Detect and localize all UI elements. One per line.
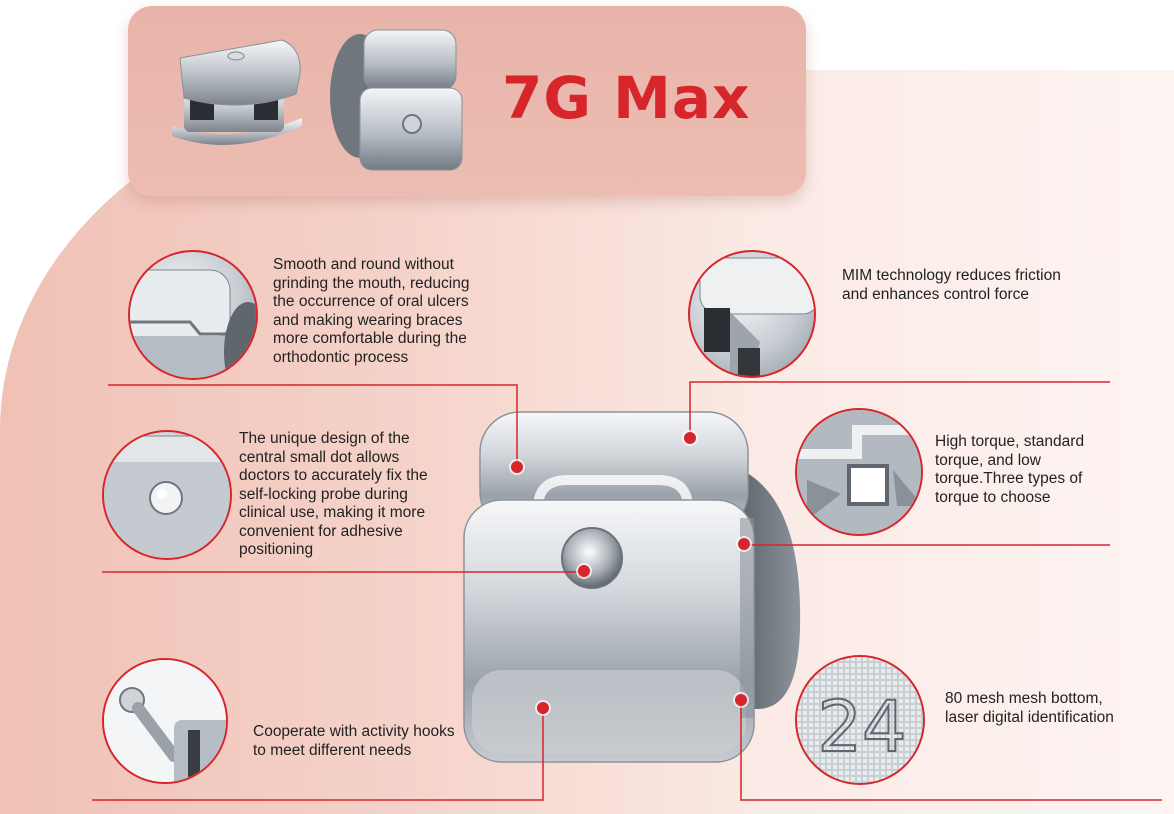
mesh-engraving-text: 24 xyxy=(817,686,906,768)
detail-circle-activity-hooks xyxy=(102,658,228,784)
feature-text-mesh-bottom: 80 mesh mesh bottom, laser digital ident… xyxy=(945,690,1114,726)
feature-text-activity-hooks: Cooperate with activity hooks to meet di… xyxy=(253,723,455,759)
marker-dot-smooth-round xyxy=(511,461,523,473)
detail-circle-mesh-bottom: 24 xyxy=(795,655,925,785)
connector-line-smooth-round xyxy=(108,384,518,467)
detail-circle-smooth-round xyxy=(128,250,258,380)
detail-circle-torque-types xyxy=(795,408,923,536)
main-bracket-image xyxy=(458,408,818,768)
feature-text-mim-technology: MIM technology reduces friction and enha… xyxy=(842,267,1061,303)
connector-line-activity-hooks xyxy=(92,708,544,801)
connector-line-mesh-bottom xyxy=(740,700,1162,801)
feature-text-smooth-round: Smooth and round without grinding the mo… xyxy=(273,256,470,366)
marker-dot-central-dot xyxy=(578,565,590,577)
feature-text-central-dot: The unique design of the central small d… xyxy=(239,430,428,558)
product-title: 7G Max xyxy=(502,64,751,132)
detail-circle-mim-technology xyxy=(688,250,816,378)
bracket-front-thumbnail xyxy=(326,26,476,176)
marker-dot-torque-types xyxy=(738,538,750,550)
marker-dot-activity-hooks xyxy=(537,702,549,714)
marker-dot-mesh-bottom xyxy=(735,694,747,706)
bracket-side-thumbnail xyxy=(162,18,312,168)
marker-dot-mim-technology xyxy=(684,432,696,444)
detail-circle-central-dot xyxy=(102,430,232,560)
feature-text-torque-types: High torque, standard torque, and low to… xyxy=(935,433,1085,506)
connector-line-mim-technology xyxy=(689,381,1110,438)
